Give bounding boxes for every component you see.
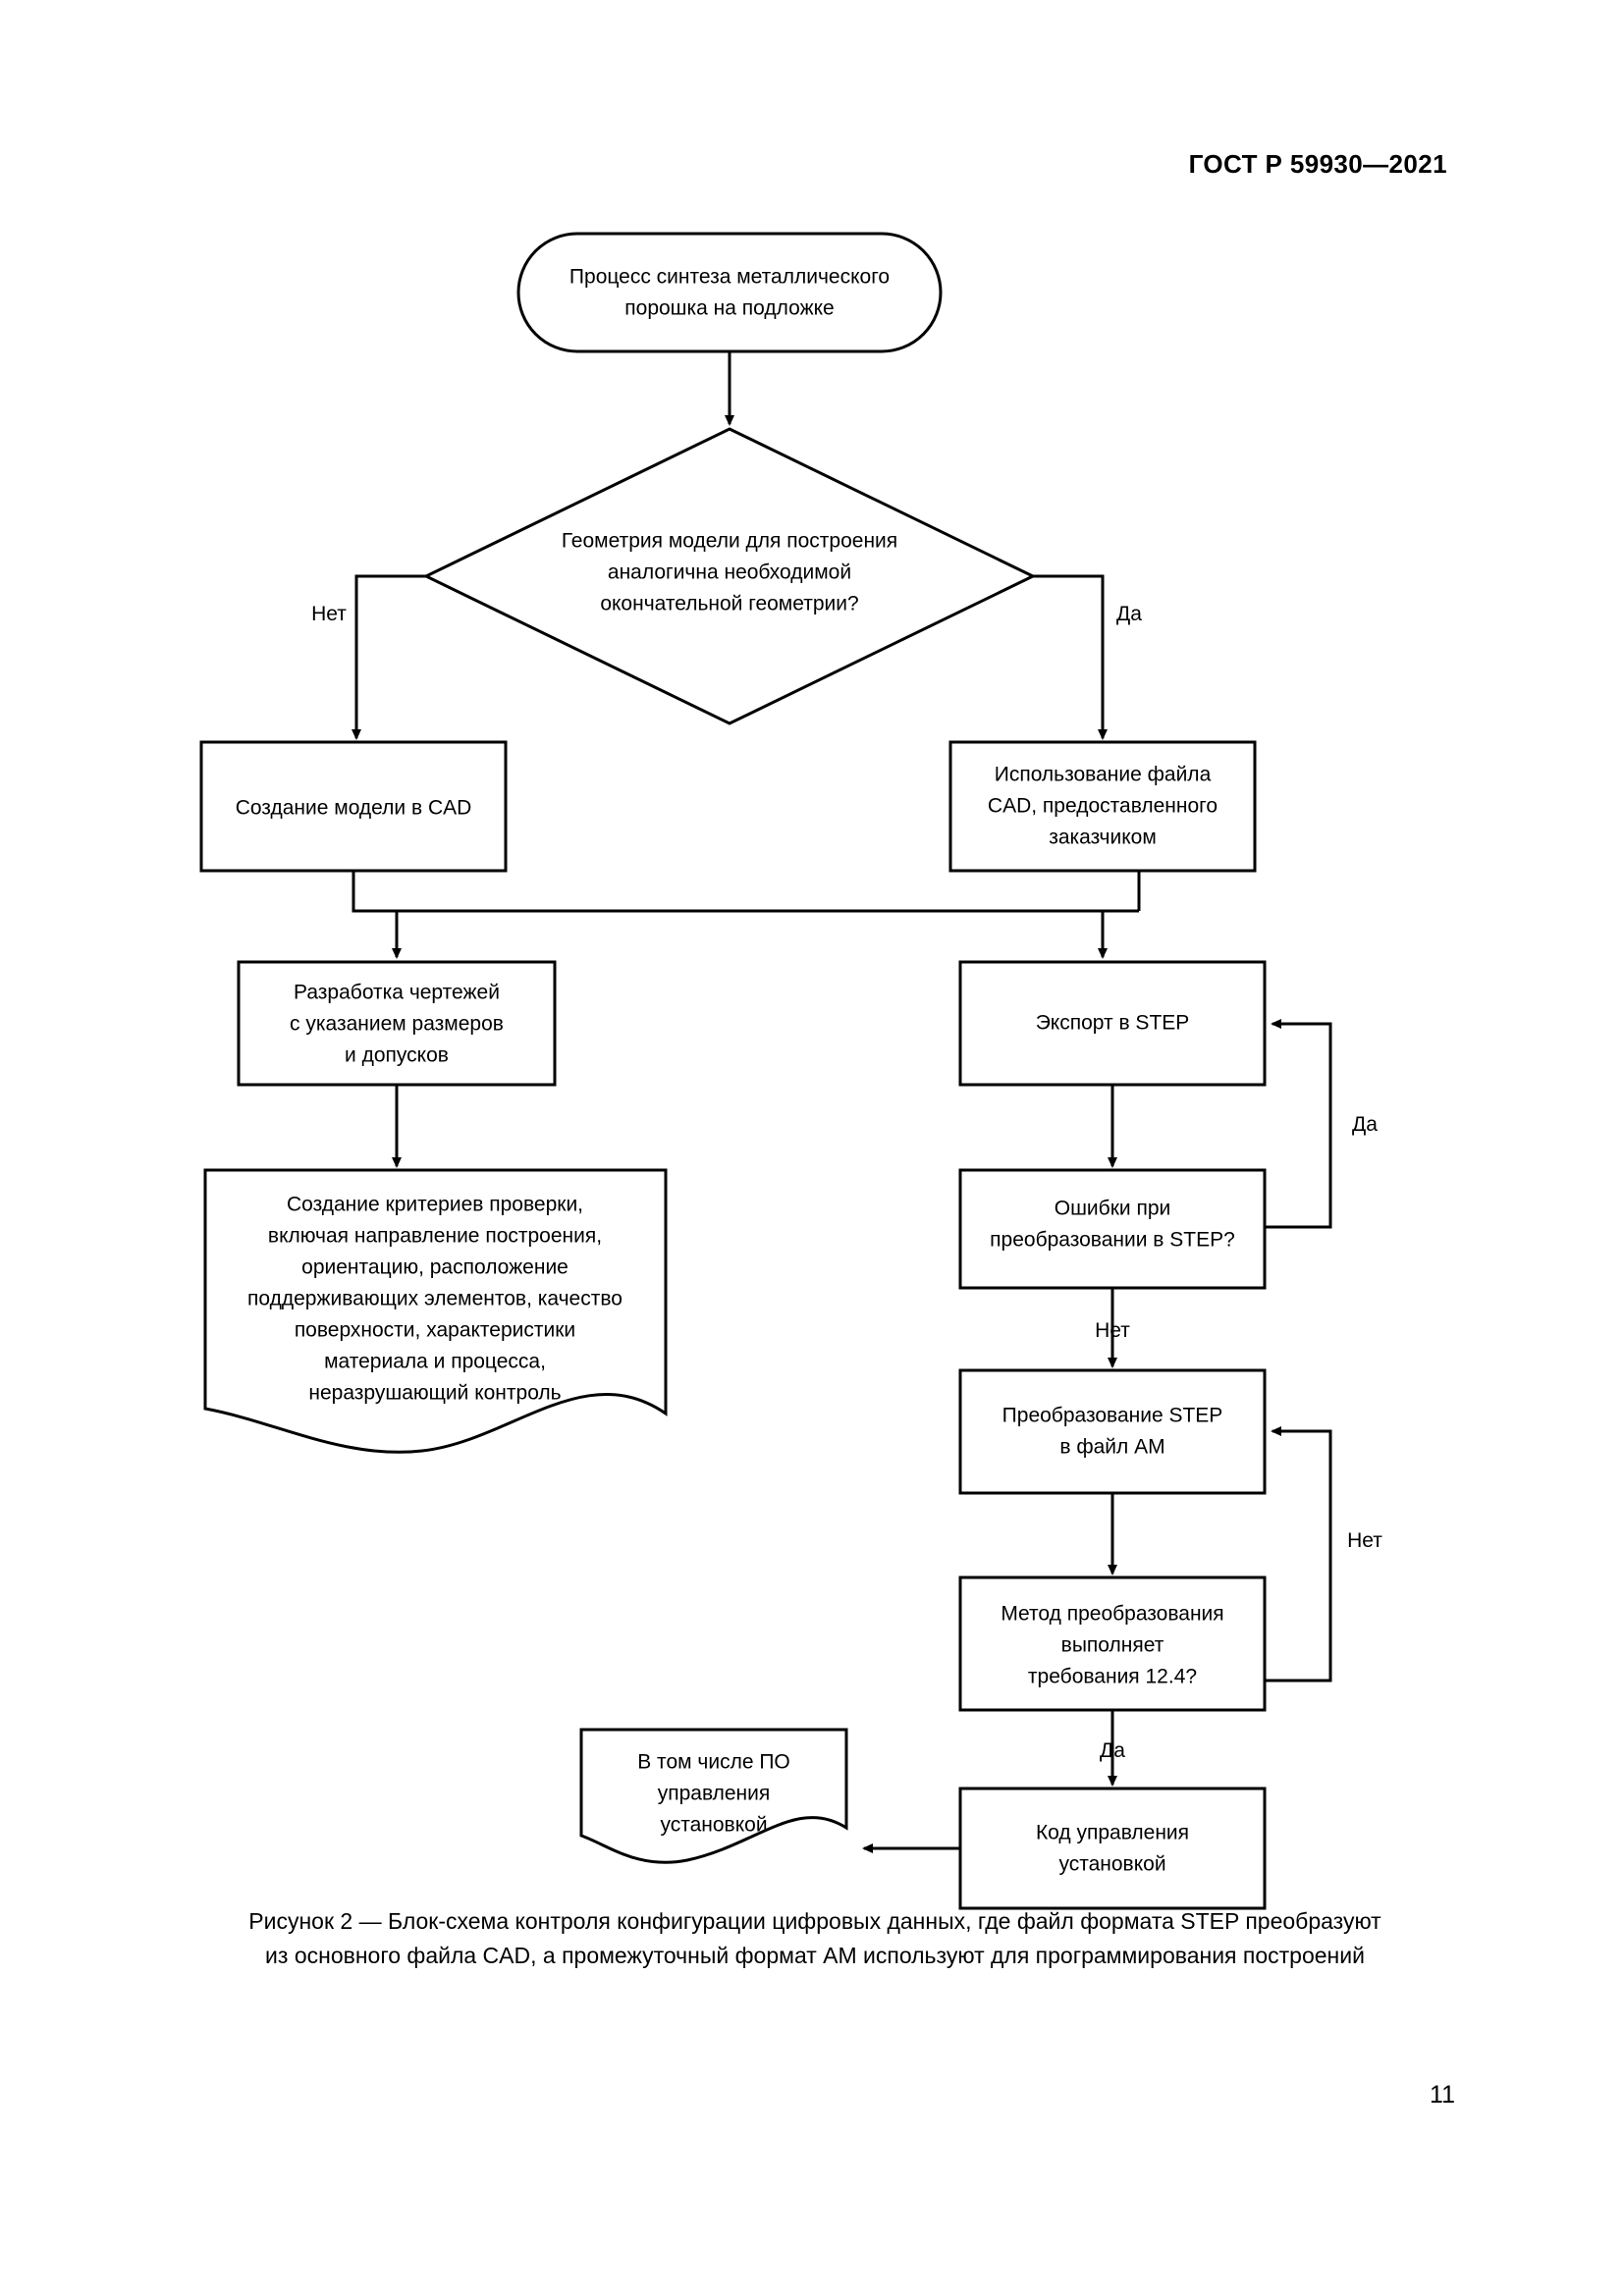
edge-bus-left-down — [352, 871, 1139, 913]
edge-method-no-loop — [1265, 1426, 1332, 1682]
page-number: 11 — [1430, 2081, 1455, 2109]
node-develop-drawings-line-1: Разработка чертежей — [294, 982, 500, 1004]
node-including-software-line-2: управления — [658, 1783, 771, 1805]
node-create-criteria: Создание критериев проверки, включая нап… — [203, 1168, 668, 1454]
node-create-criteria-line-7: неразрушающий контроль — [308, 1382, 561, 1405]
node-method-requirements-line-2: выполняет — [1061, 1634, 1164, 1657]
edge-decision-no — [352, 574, 426, 740]
node-create-criteria-line-6: материала и процесса, — [324, 1351, 546, 1373]
node-create-criteria-line-3: ориентацию, расположение — [301, 1256, 568, 1279]
node-use-customer-cad-line-2: CAD, предоставленного — [988, 795, 1218, 818]
edge-label-yes-to-code: Да — [1100, 1739, 1125, 1762]
figure-caption-line-1: Рисунок 2 — Блок-схема контроля конфигур… — [248, 1908, 1381, 1934]
node-method-requirements-line-1: Метод преобразования — [1001, 1603, 1223, 1626]
node-develop-drawings-line-2: с указанием размеров — [290, 1013, 504, 1036]
node-convert-step-am: Преобразование STEP в файл АМ — [958, 1368, 1267, 1495]
node-start: Процесс синтеза металлического порошка н… — [516, 232, 943, 353]
node-machine-control-code: Код управления установкой — [958, 1787, 1267, 1910]
node-decision-line-3: окончательной геометрии? — [600, 593, 858, 615]
figure-caption-line-2: из основного файла CAD, а промежуточный … — [265, 1942, 1365, 1968]
node-start-line-2: порошка на подложке — [624, 297, 834, 320]
node-errors-step: Ошибки при преобразовании в STEP? — [958, 1168, 1267, 1290]
edge-decision-yes — [1033, 574, 1108, 740]
node-errors-step-line-1: Ошибки при — [1055, 1198, 1170, 1220]
node-including-software: В том числе ПО управления установкой — [579, 1728, 848, 1864]
node-use-customer-cad: Использование файла CAD, предоставленног… — [948, 740, 1257, 873]
node-including-software-line-3: установкой — [660, 1814, 767, 1837]
node-decision-line-2: аналогична необходимой — [608, 561, 851, 584]
node-create-cad-model: Создание модели в CAD — [199, 740, 508, 873]
edge-label-yes-right: Да — [1116, 603, 1142, 625]
node-use-customer-cad-line-3: заказчиком — [1049, 827, 1157, 849]
node-method-requirements: Метод преобразования выполняет требовани… — [958, 1575, 1267, 1712]
node-convert-step-am-line-1: Преобразование STEP — [1002, 1405, 1223, 1427]
node-export-step: Экспорт в STEP — [958, 960, 1267, 1087]
flowchart-diagram: Процесс синтеза металлического порошка н… — [199, 232, 1382, 1910]
node-create-criteria-line-5: поверхности, характеристики — [295, 1319, 575, 1342]
node-use-customer-cad-line-1: Использование файла — [995, 764, 1212, 786]
node-machine-control-code-line-1: Код управления — [1036, 1822, 1189, 1844]
node-develop-drawings-line-3: и допусков — [345, 1044, 449, 1067]
node-export-step-line-1: Экспорт в STEP — [1036, 1012, 1190, 1035]
node-errors-step-line-2: преобразовании в STEP? — [990, 1229, 1235, 1252]
node-method-requirements-line-3: требования 12.4? — [1028, 1666, 1197, 1688]
edge-label-no-convert-loop: Нет — [1347, 1529, 1382, 1552]
node-create-criteria-line-1: Создание критериев проверки, — [287, 1194, 583, 1216]
figure-caption: Рисунок 2 — Блок-схема контроля конфигур… — [147, 1904, 1483, 1972]
node-decision-geometry: Геометрия модели для построения аналогич… — [422, 427, 1037, 725]
edge-label-no-to-convert: Нет — [1095, 1319, 1130, 1342]
node-decision-line-1: Геометрия модели для построения — [562, 530, 897, 553]
edge-errors-yes-loop — [1265, 1019, 1332, 1229]
node-create-cad-model-line-1: Создание модели в CAD — [236, 797, 472, 820]
document-header-standard-number: ГОСТ Р 59930—2021 — [1188, 149, 1447, 179]
node-create-criteria-line-4: поддерживающих элементов, качество — [247, 1288, 623, 1310]
node-machine-control-code-line-2: установкой — [1058, 1853, 1165, 1876]
node-develop-drawings: Разработка чертежей с указанием размеров… — [237, 960, 557, 1087]
node-start-line-1: Процесс синтеза металлического — [569, 266, 890, 289]
node-create-criteria-line-2: включая направление построения, — [268, 1225, 602, 1248]
node-convert-step-am-line-2: в файл АМ — [1059, 1436, 1164, 1459]
edge-label-yes-export-loop: Да — [1352, 1113, 1378, 1136]
edge-label-no-left: Нет — [311, 603, 347, 625]
node-including-software-line-1: В том числе ПО — [637, 1751, 790, 1774]
